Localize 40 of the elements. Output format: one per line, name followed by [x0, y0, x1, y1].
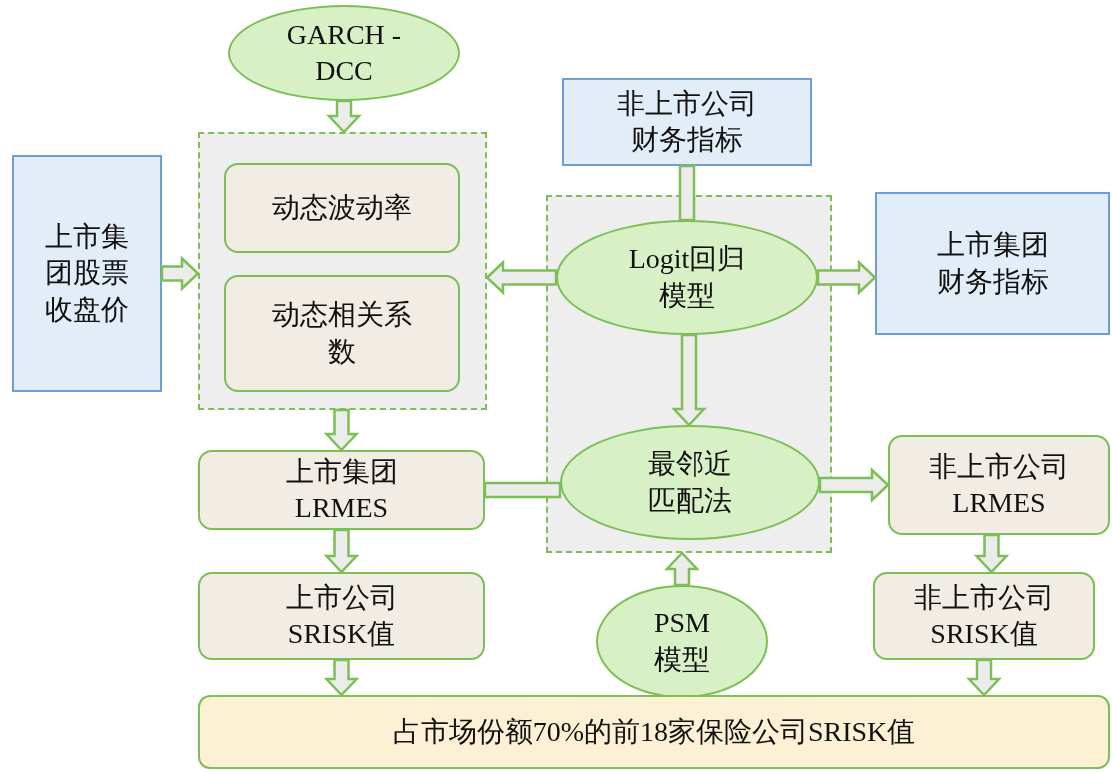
block-arrow [818, 467, 890, 503]
node-text: 动态相关系数 [271, 298, 413, 369]
input-box [12, 155, 162, 392]
node-text: 上市公司SRISK值 [284, 580, 399, 651]
block-arrow [483, 481, 562, 499]
node-text: 上市集团股票收盘价 [44, 219, 130, 327]
block-arrow [323, 408, 360, 452]
node-text: 非上市公司LRMES [928, 449, 1070, 520]
node-text: GARCH -DCC [285, 17, 403, 88]
node-text: Logit回归模型 [627, 242, 747, 313]
node-text: 占市场份额70%的前18家保险公司SRISK值 [392, 714, 916, 749]
result-box [198, 695, 1110, 769]
node-text: PSM模型 [652, 606, 711, 677]
process-box [224, 275, 460, 392]
block-arrow [326, 99, 362, 134]
node-text: 动态波动率 [272, 190, 412, 225]
block-arrow [966, 658, 1002, 697]
block-arrow [973, 533, 1010, 574]
block-arrow [816, 259, 877, 296]
process-box [888, 435, 1110, 535]
block-arrow [664, 551, 700, 587]
dashed-group-box [198, 132, 487, 410]
dashed-group-box [546, 195, 832, 553]
block-arrow [678, 164, 696, 222]
block-arrow [323, 528, 360, 574]
process-box [198, 572, 485, 660]
node-text: 上市集团财务指标 [935, 228, 1050, 299]
block-arrow [671, 333, 707, 427]
block-arrow [485, 259, 558, 296]
node-text: 上市集团LRMES [284, 454, 399, 525]
process-box [873, 572, 1095, 660]
process-box [198, 450, 485, 530]
input-box [875, 192, 1110, 335]
block-arrow [323, 658, 360, 697]
node-text: 最邻近匹配法 [647, 447, 733, 518]
process-box [224, 163, 460, 253]
node-text: 非上市公司SRISK值 [913, 580, 1055, 651]
node-text: 非上市公司财务指标 [616, 86, 758, 157]
input-box [562, 78, 812, 166]
block-arrow [160, 255, 200, 292]
